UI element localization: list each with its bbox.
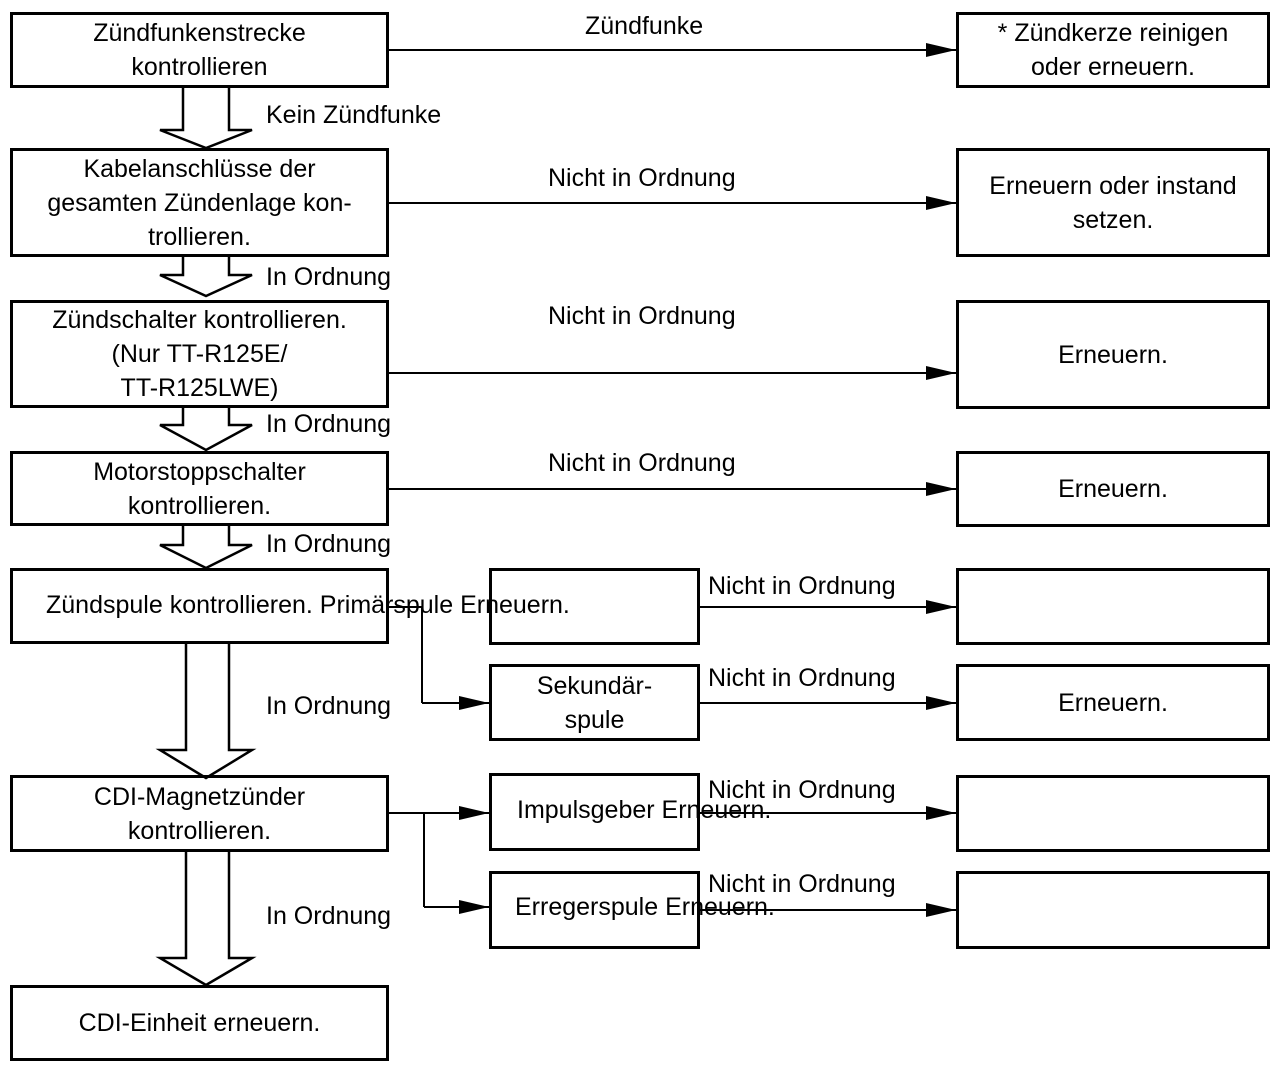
label-ok: In Ordnung xyxy=(266,530,392,558)
down-arrow-1 xyxy=(159,88,253,150)
result-clean-replace-spark-plug: * Zündkerze reinigen oder erneuern. xyxy=(956,12,1270,88)
down-arrow-4 xyxy=(159,526,253,570)
label-not-ok: Nicht in Ordnung xyxy=(708,572,896,600)
result-replace-secondary: Erneuern. xyxy=(956,664,1270,741)
result-empty-exciter xyxy=(956,871,1270,949)
pickup-coil-box xyxy=(489,773,700,851)
step-replace-cdi-unit: CDI-Einheit erneuern. xyxy=(10,985,389,1061)
result-replace-or-repair: Erneuern oder instand setzen. xyxy=(956,148,1270,257)
down-arrow-6 xyxy=(155,852,257,987)
result-replace-stop-switch: Erneuern. xyxy=(956,451,1270,527)
down-arrow-3 xyxy=(159,408,253,452)
label-ok: In Ordnung xyxy=(266,902,392,930)
down-arrow-2 xyxy=(159,257,253,298)
label-ok: In Ordnung xyxy=(266,410,392,438)
label-spark: Zündfunke xyxy=(585,12,704,40)
label-ok: In Ordnung xyxy=(266,692,392,720)
label-not-ok: Nicht in Ordnung xyxy=(708,664,896,692)
exciter-coil-box xyxy=(489,871,700,949)
label-not-ok: Nicht in Ordnung xyxy=(548,449,736,477)
step-main-switch-check: Zündschalter kontrollieren. (Nur TT-R125… xyxy=(10,300,389,408)
result-empty-primary xyxy=(956,568,1270,645)
step-engine-stop-switch-check: Motorstoppschalter kontrollieren. xyxy=(10,451,389,526)
down-arrow-5 xyxy=(155,643,257,780)
label-not-ok: Nicht in Ordnung xyxy=(708,870,896,898)
label-not-ok: Nicht in Ordnung xyxy=(548,302,736,330)
coil-check-text: Zündspule kontrollieren. Primärspule Ern… xyxy=(46,591,570,619)
label-ok: In Ordnung xyxy=(266,263,392,291)
exciter-coil-text: Erregerspule Erneuern. xyxy=(515,893,775,921)
step-ignition-coil-check xyxy=(10,568,389,644)
step-spark-gap-check: Zündfunkenstrecke kontrollieren xyxy=(10,12,389,88)
step-cdi-magneto-check: CDI-Magnetzünder kontrollieren. xyxy=(10,775,389,852)
label-not-ok: Nicht in Ordnung xyxy=(548,164,736,192)
result-empty-pickup xyxy=(956,775,1270,852)
label-not-ok: Nicht in Ordnung xyxy=(708,776,896,804)
pickup-coil-text: Impulsgeber Erneuern. xyxy=(517,796,772,824)
step-wiring-check: Kabelanschlüsse der gesamten Zündenlage … xyxy=(10,148,389,257)
label-no-spark: Kein Zündfunke xyxy=(266,101,442,129)
result-replace-switch: Erneuern. xyxy=(956,300,1270,409)
secondary-coil-box: Sekundär- spule xyxy=(489,664,700,741)
primary-coil-box xyxy=(489,568,700,645)
